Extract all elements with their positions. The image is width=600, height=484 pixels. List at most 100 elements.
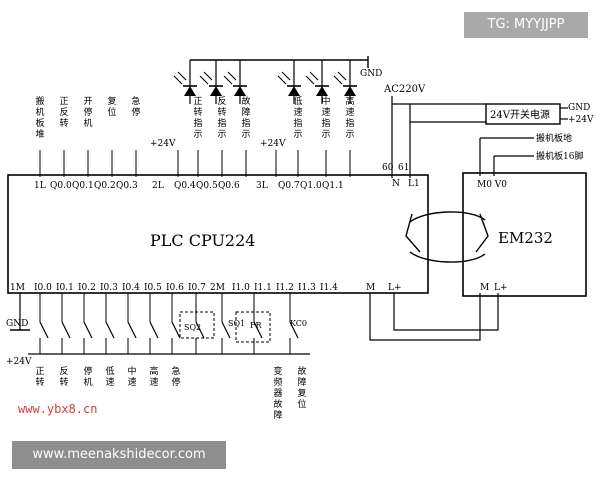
input-terminal: I0.1 (56, 283, 74, 293)
led-ray (173, 75, 183, 85)
plc-title: PLC CPU224 (150, 231, 255, 250)
input-terminal: I0.3 (100, 283, 118, 293)
em-wire-lplus (393, 293, 499, 331)
top-label: +24V (260, 139, 286, 149)
switch-blade (253, 321, 263, 339)
input-terminal: 2M (210, 283, 225, 293)
comm-arrow-top (409, 211, 486, 223)
input-terminal: I1.3 (298, 283, 316, 293)
output-terminal: Q1.1 (322, 181, 344, 191)
bottom-label: 正转 (35, 367, 44, 388)
em232-top-terms: M0 V0 (477, 180, 507, 190)
psu-24v: +24V (568, 115, 594, 125)
input-terminal: I0.2 (78, 283, 96, 293)
top-label: 正反转 (59, 97, 68, 129)
output-terminal: Q0.6 (218, 181, 240, 191)
led-ray (309, 71, 319, 81)
bottom-label: 故障复位 (297, 365, 306, 410)
input-switches (10, 293, 310, 355)
top-labels: 搬机板堆正反转开停机复位急停+24V正转指示反转指示故障指示+24V低速指示中速… (35, 95, 355, 177)
term-m-bottom: M (366, 283, 375, 293)
led-ray (227, 71, 237, 81)
watermark-bottom-left: www.meenakshidecor.com (12, 441, 226, 469)
top-label: 开停机 (83, 96, 92, 129)
top-label: 反转指示 (217, 96, 226, 140)
comm-arrowhead-left (405, 213, 421, 253)
bottom-24v-label: +24V (6, 357, 32, 367)
bottom-label: 低速 (105, 365, 114, 388)
led-diode (234, 86, 246, 96)
top-label: 正转指示 (193, 97, 202, 140)
term-l1: L1 (408, 179, 420, 189)
input-terminal: I0.4 (122, 283, 140, 293)
psu-gnd: GND (568, 103, 590, 113)
led-diode (184, 86, 196, 96)
switch-blade (171, 321, 181, 339)
psu-box (485, 103, 561, 125)
top-label: 高速指示 (345, 95, 354, 140)
input-terminal: 1M (10, 283, 25, 293)
led-diode (316, 86, 328, 96)
led-ray (333, 75, 343, 85)
site-watermark: www.ybx8.cn (18, 402, 98, 416)
output-terminal: Q0.7 (278, 181, 300, 191)
comm-arrowhead-right (475, 213, 489, 253)
switch-tag: FR (250, 321, 263, 330)
em-note-pin16: 搬机板16脚 (536, 150, 583, 162)
switch-tag: SQ2 (184, 323, 201, 332)
switch-blade (61, 321, 71, 339)
top-label: 中速指示 (321, 95, 330, 140)
switch-blade (127, 321, 137, 339)
output-terminal: Q0.5 (196, 181, 218, 191)
input-terminal: I0.7 (188, 283, 206, 293)
switch-blade (195, 321, 205, 339)
bottom-label: 反转 (59, 366, 68, 388)
top-label: 故障指示 (241, 95, 250, 140)
bottom-label: 停机 (83, 365, 92, 388)
led-ray (177, 71, 187, 81)
output-terminal: Q1.0 (300, 181, 322, 191)
fr-box (235, 311, 271, 343)
em232-title: EM232 (498, 229, 553, 247)
bottom-label: 中速 (127, 365, 136, 388)
bottom-gnd-label: GND (6, 319, 28, 329)
output-terminal: 1L (34, 181, 46, 191)
led-diode (210, 86, 222, 96)
term-n: N (392, 179, 400, 189)
output-terminal: Q0.2 (94, 181, 116, 191)
em232-term-m: M (480, 283, 489, 293)
output-terminal: Q0.3 (116, 181, 138, 191)
top-label: +24V (150, 139, 176, 149)
sq2-box (179, 311, 215, 339)
switch-blade (149, 321, 159, 339)
comm-arrow-bottom (409, 251, 486, 263)
switch-blade (39, 321, 49, 339)
switch-blade (83, 321, 93, 339)
top-label: 复位 (107, 95, 116, 118)
input-terminal: I0.6 (166, 283, 184, 293)
term-60: 60 (382, 163, 394, 173)
top-label: 搬机板堆 (35, 95, 44, 140)
top-label: 低速指示 (293, 95, 302, 140)
led-ray (199, 75, 209, 85)
em232-box (462, 172, 587, 297)
em-note-ground: 搬机板地 (536, 132, 572, 144)
output-terminal: Q0.1 (72, 181, 94, 191)
switch-blade (221, 321, 231, 339)
led-ray (305, 75, 315, 85)
switch-blade (289, 321, 299, 339)
bottom-label: 变频器故障 (273, 365, 282, 421)
bottom-label: 急停 (171, 365, 180, 388)
input-terminal: I1.0 (232, 283, 250, 293)
led-ray (277, 75, 287, 85)
led-diode (344, 86, 356, 96)
bottom-label: 高速 (149, 365, 158, 388)
psu-label: 24V开关电源 (490, 108, 550, 121)
em232-term-lplus: L+ (494, 283, 508, 293)
watermark-top-right: TG: MYYJJPP (464, 12, 588, 38)
led-diode (288, 86, 300, 96)
